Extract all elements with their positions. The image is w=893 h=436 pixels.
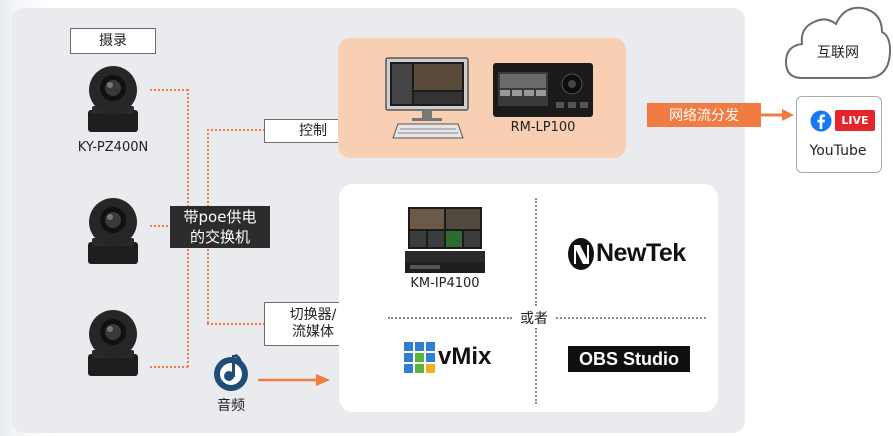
cloud-icon bbox=[784, 6, 892, 79]
audio-label: 音频 bbox=[217, 398, 245, 414]
divider-line bbox=[556, 317, 706, 319]
facebook-icon bbox=[810, 110, 832, 132]
connector-line bbox=[150, 366, 188, 368]
connector-line bbox=[150, 225, 172, 227]
youtube-live-box bbox=[796, 96, 882, 173]
monitor-icon bbox=[385, 57, 469, 121]
switcher-panel bbox=[339, 184, 718, 412]
connector-line bbox=[207, 129, 265, 131]
connector-line bbox=[207, 323, 265, 325]
ptz-camera-icon bbox=[88, 66, 138, 132]
vmix-logo: vMix bbox=[438, 343, 492, 370]
audio-note-icon bbox=[214, 353, 248, 391]
controller-icon bbox=[493, 63, 593, 117]
newtek-logo-icon bbox=[568, 238, 594, 270]
or-label: 或者 bbox=[520, 311, 548, 327]
arrow-right-icon bbox=[258, 374, 330, 386]
keyboard-icon bbox=[392, 123, 464, 139]
live-badge: LIVE bbox=[835, 110, 875, 131]
poe-switch-label: 带poe供电 的交换机 bbox=[170, 206, 270, 248]
camera-model-label: KY-PZ400N bbox=[77, 140, 149, 155]
divider-line bbox=[535, 198, 537, 306]
switcher-device-icon bbox=[405, 207, 485, 273]
controller-model-label: RM-LP100 bbox=[510, 120, 576, 135]
arrow-right-icon bbox=[760, 109, 794, 121]
newtek-logo: NewTek bbox=[596, 239, 686, 267]
divider-line bbox=[388, 317, 512, 319]
switcher-model-label: KM-IP4100 bbox=[410, 276, 480, 291]
capture-label: 摄录 bbox=[70, 28, 156, 54]
connector-line bbox=[150, 89, 188, 91]
stream-distribution-label: 网络流分发 bbox=[647, 103, 761, 127]
youtube-label: YouTube bbox=[809, 143, 867, 159]
divider-line bbox=[535, 328, 537, 404]
obs-studio-logo: OBS Studio bbox=[568, 346, 690, 372]
ptz-camera-icon bbox=[88, 310, 138, 376]
vmix-logo-icon bbox=[404, 342, 435, 373]
ptz-camera-icon bbox=[88, 198, 138, 264]
internet-label: 互联网 bbox=[817, 45, 859, 61]
